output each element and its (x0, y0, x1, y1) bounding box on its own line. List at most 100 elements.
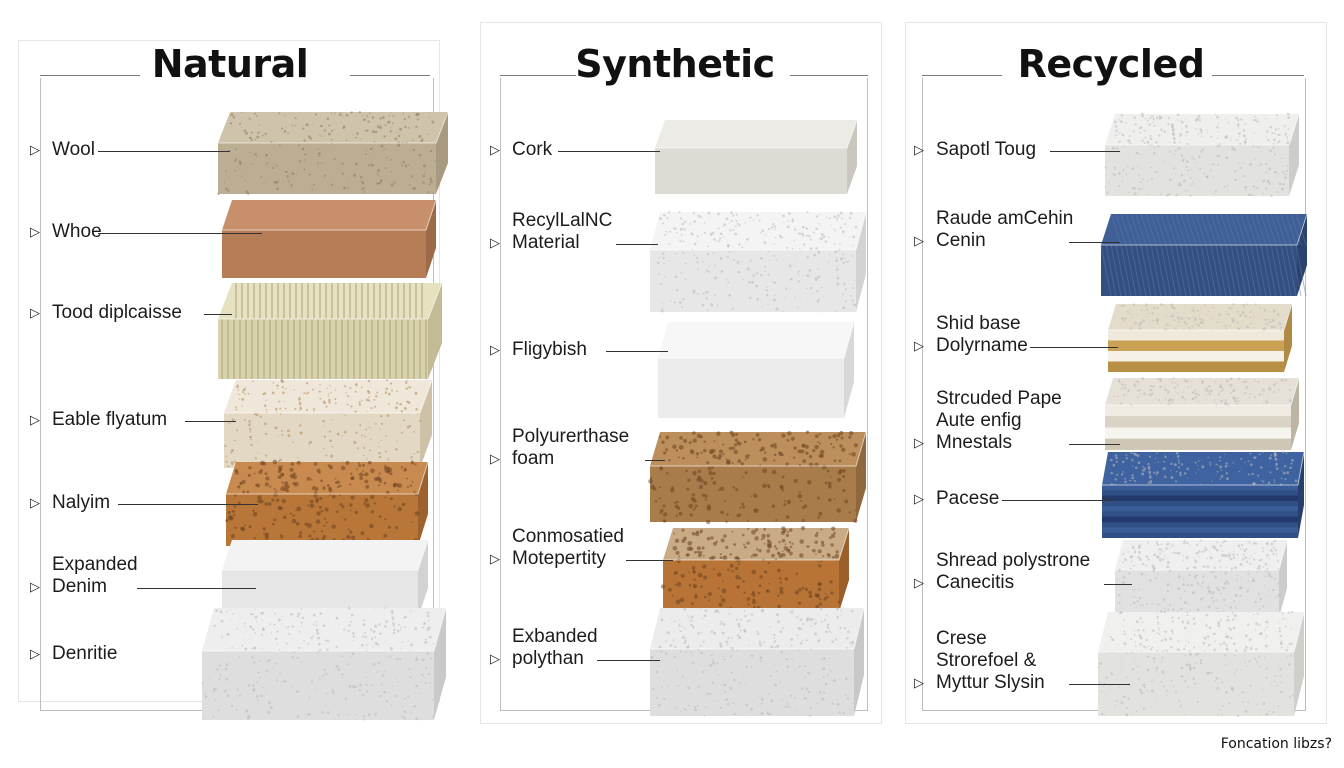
block-front-face (650, 649, 854, 716)
title-rule-right (1212, 75, 1304, 76)
bullet-triangle-icon: ▷ (914, 575, 924, 590)
leader-line (204, 314, 232, 315)
block-front-face (218, 319, 428, 379)
bullet-triangle-icon: ▷ (914, 435, 924, 450)
material-block (1115, 539, 1288, 620)
block-side-face (418, 462, 428, 546)
material-label: Conmosatied Motepertity (512, 526, 624, 569)
block-front-face (650, 250, 856, 312)
leader-line (616, 244, 658, 245)
title-rule-left (500, 75, 576, 76)
block-top-face (222, 540, 428, 570)
bullet-triangle-icon: ▷ (30, 579, 40, 594)
material-block (650, 607, 865, 717)
material-label: Wool (52, 139, 95, 160)
leader-line (644, 460, 665, 461)
bullet-triangle-icon: ▷ (490, 651, 500, 666)
material-label: Fligybish (512, 339, 587, 360)
bullet-triangle-icon: ▷ (490, 142, 500, 157)
leader-line (606, 351, 668, 352)
block-top-face (1115, 540, 1287, 570)
material-block (217, 111, 449, 195)
block-top-face (226, 462, 428, 494)
leader-line (1068, 444, 1120, 445)
title-rule-left (922, 75, 1002, 76)
bullet-triangle-icon: ▷ (30, 412, 40, 427)
block-front-face (222, 230, 426, 278)
material-label: Shid base Dolyrname (936, 313, 1028, 356)
material-label: Whoe (52, 221, 102, 242)
material-block (1100, 213, 1308, 297)
material-label: Denritie (52, 643, 118, 664)
block-top-face (650, 212, 866, 250)
material-label: Tood diplcaisse (52, 302, 182, 323)
bullet-triangle-icon: ▷ (914, 675, 924, 690)
column-title-natural: Natural (151, 42, 309, 86)
background-frame-middle (480, 22, 882, 724)
block-side-face (1289, 114, 1299, 196)
leader-line (1068, 242, 1120, 243)
title-rule-left (40, 75, 140, 76)
bullet-triangle-icon: ▷ (30, 646, 40, 661)
leader-line (1104, 584, 1132, 585)
block-top-face (1101, 214, 1307, 245)
material-block (1104, 112, 1300, 198)
block-front-face (655, 148, 847, 194)
block-side-face (1284, 304, 1292, 372)
bullet-triangle-icon: ▷ (914, 233, 924, 248)
block-side-face (1298, 452, 1304, 538)
block-front-face (658, 358, 844, 418)
block-side-face (434, 608, 446, 720)
block-side-face (856, 432, 866, 522)
material-block (225, 459, 429, 548)
column-natural: Natural Wool ▷ Whoe ▷ Tood diplcaisse ▷ Eable … (0, 0, 450, 768)
block-top-face (658, 322, 854, 358)
block-side-face (839, 528, 849, 612)
material-block (1105, 377, 1300, 450)
leader-line (625, 560, 673, 561)
block-top-face (1098, 612, 1304, 652)
material-label: Cork (512, 139, 553, 160)
material-block (650, 211, 867, 313)
block-side-face (420, 380, 432, 468)
bullet-triangle-icon: ▷ (914, 142, 924, 157)
material-block (661, 526, 850, 614)
block-side-face (1279, 540, 1287, 618)
block-front-face (218, 143, 436, 194)
material-block (648, 430, 867, 525)
block-top-face (1102, 452, 1304, 485)
block-side-face (1297, 214, 1307, 296)
material-label: Polyurerthase foam (512, 426, 630, 469)
leader-line (98, 151, 230, 152)
leader-line (1001, 500, 1114, 501)
block-top-face (650, 608, 864, 649)
block-top-face (655, 120, 857, 148)
material-label: Sapotl Toug (936, 139, 1037, 160)
block-side-face (854, 608, 864, 716)
material-block (655, 119, 858, 194)
material-label: RecylLalNC Material (512, 210, 613, 253)
block-side-face (436, 112, 448, 194)
leader-line (1049, 151, 1120, 152)
bullet-triangle-icon: ▷ (30, 495, 40, 510)
material-label: Raude amCehin Cenin (936, 208, 1074, 251)
material-block (1097, 610, 1305, 717)
block-top-face (663, 528, 849, 560)
block-side-face (844, 322, 854, 418)
material-label: Crese Strorefoel & Myttur Slysin (936, 628, 1045, 693)
block-top-face (1105, 378, 1299, 405)
material-label: Nalyim (52, 492, 111, 513)
leader-line (184, 421, 236, 422)
block-top-face (218, 112, 448, 143)
material-label: Expanded Denim (52, 554, 138, 597)
material-label: Exbanded polythan (512, 626, 598, 669)
column-title-synthetic: Synthetic (575, 42, 775, 86)
bullet-triangle-icon: ▷ (30, 224, 40, 239)
material-block (201, 607, 447, 721)
block-front-face (1105, 145, 1289, 196)
bullet-triangle-icon: ▷ (30, 305, 40, 320)
block-front-face (202, 651, 434, 720)
material-block (224, 379, 433, 469)
material-label: Eable flyatum (52, 409, 168, 430)
block-front-face (224, 413, 420, 468)
